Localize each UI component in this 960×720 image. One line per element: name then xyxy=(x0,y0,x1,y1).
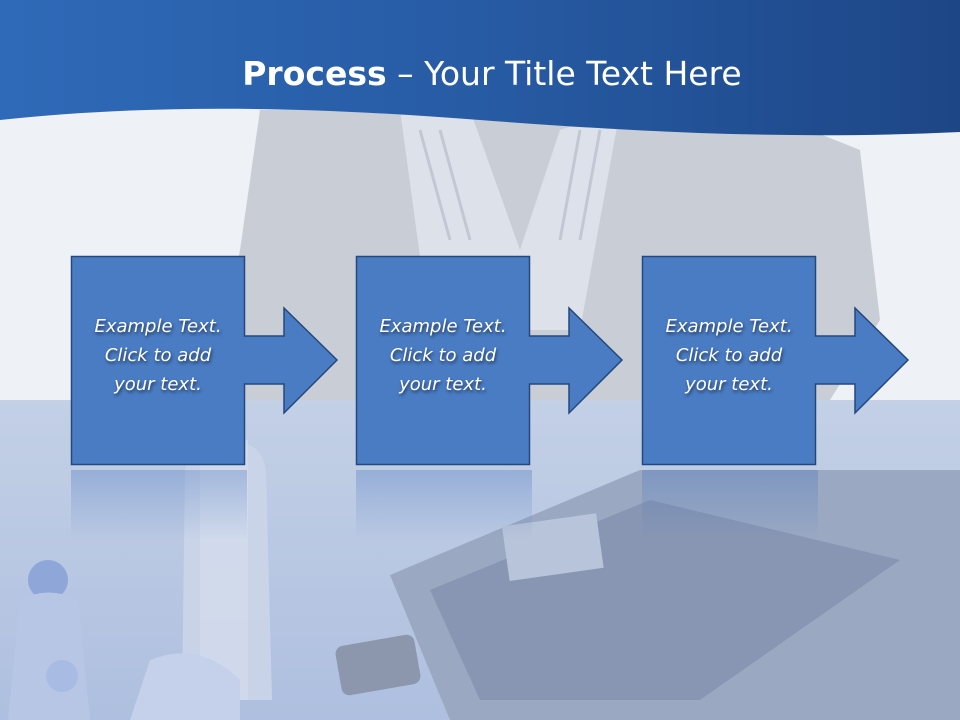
step-reflection-1 xyxy=(71,470,247,540)
arrow-shape-3 xyxy=(641,255,910,466)
process-step-3[interactable]: Example Text. Click to add your text. xyxy=(641,255,910,468)
process-step-1[interactable]: Example Text. Click to add your text. xyxy=(70,255,339,468)
step-text-2[interactable]: Example Text. Click to add your text. xyxy=(379,316,507,395)
title-bold: Process xyxy=(242,54,387,93)
arrow-shape-2 xyxy=(355,255,624,466)
step-reflection-3 xyxy=(642,470,818,540)
step-text-3[interactable]: Example Text. Click to add your text. xyxy=(665,316,793,395)
title-rest: – Your Title Text Here xyxy=(386,54,742,93)
step-reflection-2 xyxy=(356,470,532,540)
process-step-2[interactable]: Example Text. Click to add your text. xyxy=(355,255,624,468)
step-text-1[interactable]: Example Text. Click to add your text. xyxy=(94,316,222,395)
slide-title[interactable]: Process – Your Title Text Here xyxy=(0,52,960,96)
arrow-shape-1 xyxy=(70,255,339,466)
